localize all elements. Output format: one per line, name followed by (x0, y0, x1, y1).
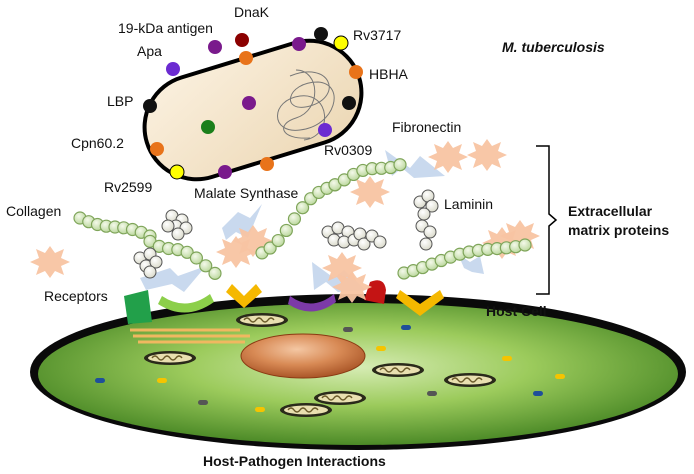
label-fibronectin: Fibronectin (392, 119, 461, 135)
collagen-bead (518, 238, 532, 252)
receptor-purple (288, 294, 336, 312)
host-cell (30, 294, 686, 450)
surface-protein-dot (239, 51, 253, 65)
surface-protein-dot (260, 157, 274, 171)
laminin-bead (417, 207, 431, 221)
mitochondrion (371, 362, 425, 378)
rv0309-dot (318, 123, 332, 137)
apa-dot (166, 62, 180, 76)
matrix-protein (350, 176, 390, 208)
cell-granules (95, 325, 565, 412)
collagen-bead (263, 241, 277, 255)
hbha-dot (349, 65, 363, 79)
collagen-bead (199, 259, 213, 273)
host-cell-cytoplasm (38, 303, 678, 445)
laminin-bead (143, 265, 157, 279)
label-laminin: Laminin (444, 196, 493, 212)
endoplasmic-reticulum (130, 328, 250, 344)
laminin-bead (171, 227, 185, 241)
surface-protein-dot (242, 96, 256, 110)
collagen-bead (271, 233, 285, 248)
rv3717-dot (333, 35, 349, 51)
rv2599-dot (169, 164, 185, 180)
malate-synthase-dot (218, 165, 232, 179)
label-rv0309: Rv0309 (324, 142, 372, 158)
laminin-bead (373, 235, 387, 249)
collagen-bead (208, 266, 222, 280)
label-organism: M. tuberculosis (502, 39, 605, 55)
receptor-yellow (396, 290, 444, 316)
label-collagen: Collagen (6, 203, 61, 219)
label-receptors: Receptors (44, 288, 108, 304)
collagen-chains (73, 158, 532, 280)
receptor-lightgreen (158, 294, 214, 313)
label-ecm-line1: Extracellular (568, 203, 653, 219)
bacterium (142, 27, 364, 182)
nucleoid (277, 69, 335, 141)
nucleus (240, 333, 366, 379)
label-dnak: DnaK (234, 4, 270, 20)
collagen-bead (393, 158, 407, 172)
surface-protein-dot (314, 27, 328, 41)
label-host-cell: Host Cell (486, 303, 547, 319)
receptor-red (364, 280, 386, 304)
receptor-green (124, 290, 152, 324)
lbp-dot (143, 99, 157, 113)
antigen-19kda-dot (208, 40, 222, 54)
laminin-bead (357, 237, 371, 251)
matrix-protein (467, 139, 507, 171)
mitochondrion (143, 350, 197, 366)
caption: Host-Pathogen Interactions (203, 453, 386, 469)
label-rv3717: Rv3717 (353, 27, 401, 43)
laminin-bead (419, 237, 433, 251)
surface-protein-dot (292, 37, 306, 51)
collagen-bead (287, 212, 302, 226)
laminin-bead (161, 219, 175, 233)
collagen-bead (189, 251, 204, 265)
label-cpn60-2: Cpn60.2 (71, 135, 124, 151)
laminin-clusters (133, 189, 439, 279)
label-19kda-antigen: 19-kDa antigen (118, 20, 213, 36)
mitochondrion (279, 402, 333, 418)
mitochondrion (443, 372, 497, 388)
label-apa: Apa (137, 43, 162, 59)
label-hbha: HBHA (369, 66, 409, 82)
receptor-yellow (226, 284, 262, 308)
mitochondrion (313, 390, 367, 406)
matrix-protein (30, 246, 70, 278)
collagen-bead (295, 201, 310, 215)
label-malate-synthase: Malate Synthase (194, 185, 298, 201)
laminin-bead (425, 199, 439, 213)
label-ecm-line2: matrix proteins (568, 222, 669, 238)
label-lbp: LBP (107, 93, 133, 109)
mitochondrion (235, 312, 289, 328)
laminin-bead (149, 255, 163, 269)
ecm-bracket (536, 145, 558, 295)
bacterium-body (142, 38, 364, 182)
laminin-bead (423, 225, 437, 239)
dnak-dot (235, 33, 249, 47)
surface-protein-dot (201, 120, 215, 134)
label-rv2599: Rv2599 (104, 179, 152, 195)
surface-protein-dot (342, 96, 356, 110)
cpn60-dot (150, 142, 164, 156)
collagen-bead (279, 223, 293, 238)
